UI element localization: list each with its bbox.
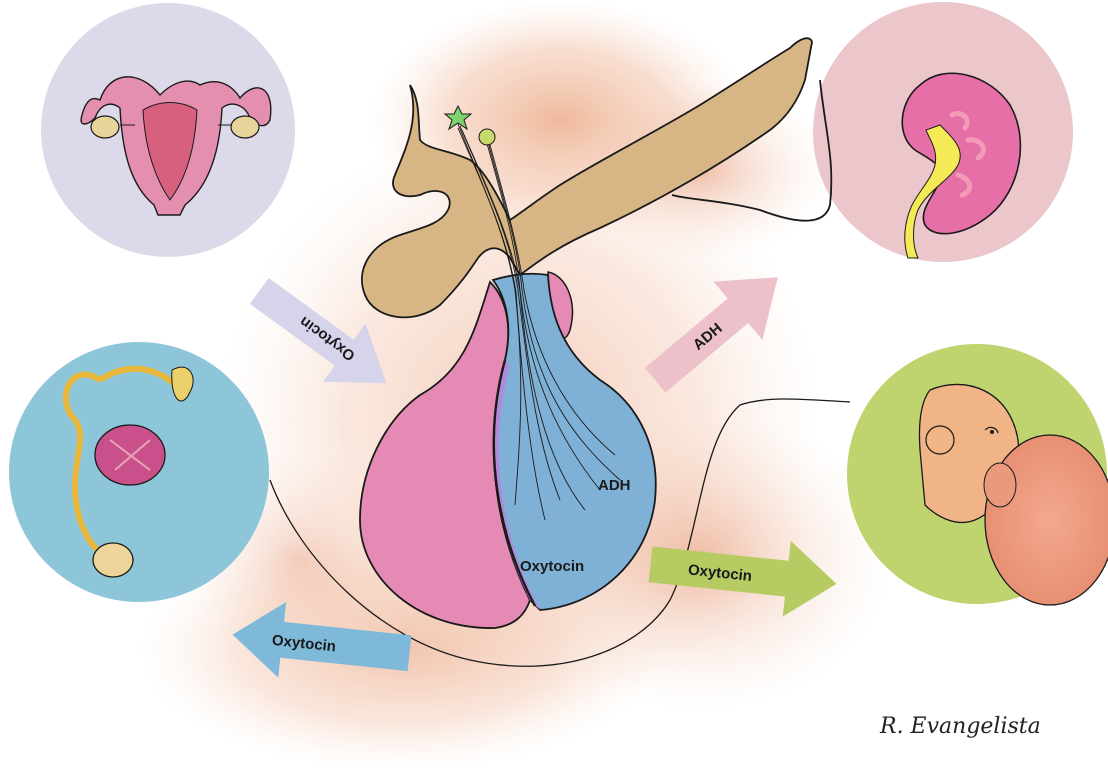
kidney-panel [813,2,1073,262]
neuron-round-icon [479,129,495,145]
artist-signature: R. Evangelista [879,714,1041,739]
male-reproductive-panel [9,342,269,602]
gland-label-adh: ADH [598,477,631,494]
breastfeeding-panel [847,344,1108,605]
uterus-panel [41,3,295,257]
gland-label-oxytocin: Oxytocin [520,558,584,575]
